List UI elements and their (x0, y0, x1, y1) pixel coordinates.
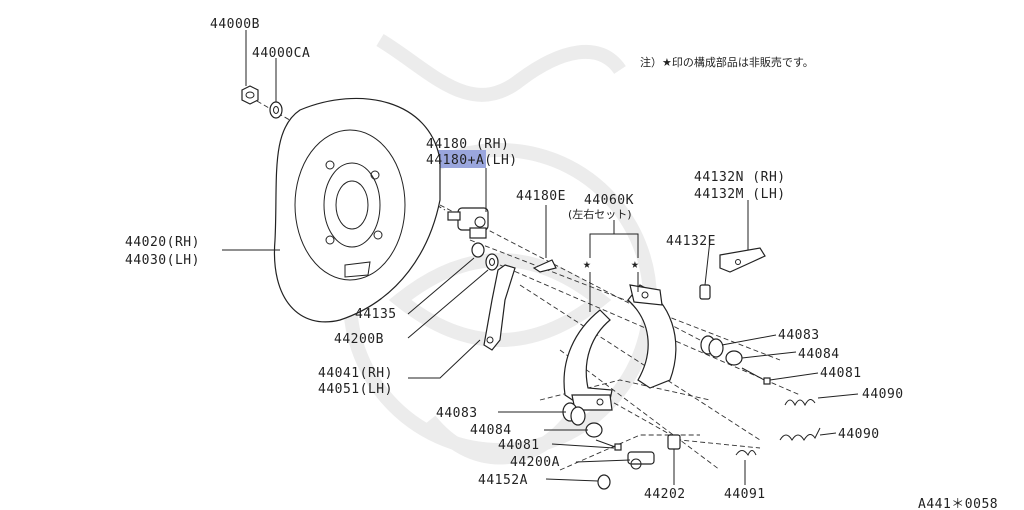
spring-44090-a[interactable] (784, 399, 816, 407)
spring-44091[interactable] (735, 450, 757, 457)
label-44020-rh[interactable]: 44020(RH) (125, 235, 200, 250)
clip-44180E[interactable] (532, 259, 557, 273)
label-44060K[interactable]: 44060K (584, 193, 634, 208)
parking-lever-44132[interactable] (719, 247, 766, 273)
label-44202[interactable]: 44202 (644, 487, 686, 502)
part-labels: 44000B 44000CA 44180 (RH) 44180+A(LH) 44… (125, 17, 904, 502)
label-44000B[interactable]: 44000B (210, 17, 260, 32)
nut-44000B[interactable] (241, 85, 259, 105)
washer-44000CA[interactable] (269, 101, 283, 119)
label-44135[interactable]: 44135 (355, 307, 397, 322)
label-44180-rh[interactable]: 44180 (RH) (426, 137, 509, 152)
label-44081-left[interactable]: 44081 (498, 438, 540, 453)
spring-44083-left[interactable] (562, 402, 586, 426)
label-44000CA[interactable]: 44000CA (252, 46, 310, 61)
pin-44081-right[interactable] (741, 367, 771, 385)
cup-44084-left[interactable] (585, 422, 603, 438)
backing-plate[interactable] (273, 97, 441, 323)
label-44081-right[interactable]: 44081 (820, 366, 862, 381)
bleeder-screw-44135[interactable] (471, 242, 485, 258)
adjuster-44200A[interactable] (627, 451, 655, 470)
wheel-cylinder-44180[interactable] (447, 207, 489, 239)
washer-44200B[interactable] (485, 253, 499, 271)
label-44084-right[interactable]: 44084 (798, 347, 840, 362)
label-44180A-lh[interactable]: 44180+A(LH) (426, 153, 518, 168)
strut-spring-44132E[interactable] (699, 284, 711, 300)
spring-44090-b[interactable] (779, 427, 821, 441)
label-44060K-sub: (左右セット) (568, 207, 632, 221)
label-44132N-rh[interactable]: 44132N (RH) (694, 170, 786, 185)
label-44132E[interactable]: 44132E (666, 234, 716, 249)
label-44132M-lh[interactable]: 44132M (LH) (694, 187, 786, 202)
label-44090-a[interactable]: 44090 (862, 387, 904, 402)
screw-44202[interactable] (667, 434, 681, 450)
label-44200A[interactable]: 44200A (510, 455, 560, 470)
label-44091[interactable]: 44091 (724, 487, 766, 502)
brake-shoe-right[interactable] (627, 284, 677, 389)
leader-lines (222, 30, 859, 485)
label-44084-left[interactable]: 44084 (470, 423, 512, 438)
star-left-icon: ★ (583, 257, 591, 272)
label-44041-rh[interactable]: 44041(RH) (318, 366, 393, 381)
pin-44081-left[interactable] (595, 439, 622, 451)
label-44051-lh[interactable]: 44051(LH) (318, 382, 393, 397)
figure-code: A441＊0058 (918, 497, 998, 510)
spring-44083-right[interactable] (700, 335, 724, 358)
label-44083-right[interactable]: 44083 (778, 328, 820, 343)
label-44152A[interactable]: 44152A (478, 473, 528, 488)
label-44180E[interactable]: 44180E (516, 189, 566, 204)
label-44083-left[interactable]: 44083 (436, 406, 478, 421)
label-44200B[interactable]: 44200B (334, 332, 384, 347)
adjuster-lever-44041[interactable] (483, 264, 516, 351)
label-44030-lh[interactable]: 44030(LH) (125, 253, 200, 268)
cup-44084-right[interactable] (725, 350, 743, 366)
label-44090-b[interactable]: 44090 (838, 427, 880, 442)
non-sale-note: 注）★印の構成部品は非販売です。 (640, 55, 814, 69)
star-right-icon: ★ (631, 257, 639, 272)
shoe-set-bracket-44060K: ★ ★ (583, 220, 639, 312)
adjuster-wheel-44152A[interactable] (597, 474, 611, 490)
